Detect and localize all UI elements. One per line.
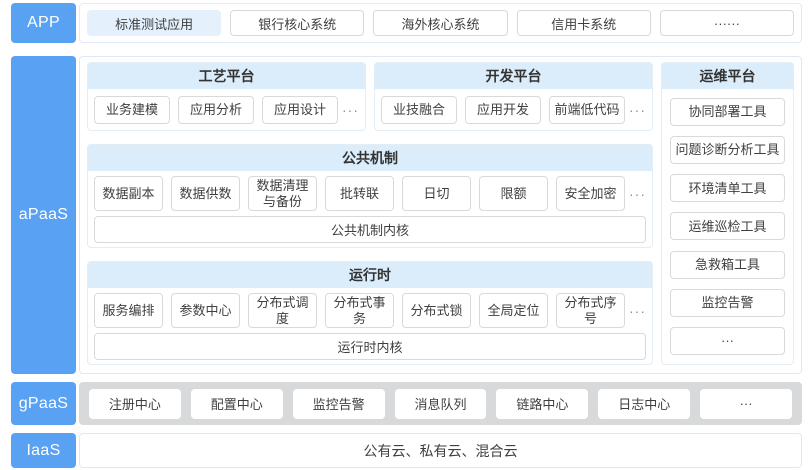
- layer-iaas: IaaS 公有云、私有云、混合云: [11, 433, 802, 468]
- common-mechanism-block: 公共机制 数据副本 数据供数 数据清理与备份 批转联: [87, 144, 653, 248]
- runtime-title: 运行时: [88, 262, 652, 288]
- process-platform-block: 工艺平台 业务建模 应用分析 应用设计 ·: [87, 62, 366, 131]
- runtime-item: 分布式锁: [402, 293, 471, 329]
- app-system-box: 信用卡系统: [516, 10, 651, 36]
- apaas-left-column: 工艺平台 业务建模 应用分析 应用设计 ·: [87, 62, 653, 365]
- platform-item: 业技融合: [381, 96, 457, 124]
- layer-label-iaas: IaaS: [11, 433, 76, 468]
- gpaas-service-box: 链路中心: [496, 388, 589, 419]
- mechanism-item: 安全加密: [556, 176, 625, 212]
- more-ellipsis: ···: [629, 102, 646, 118]
- iaas-clouds-text: 公有云、私有云、混合云: [363, 442, 518, 459]
- common-mechanism-kernel: 公共机制内核: [94, 216, 646, 244]
- common-mechanism-items: 数据副本 数据供数 数据清理与备份 批转联 日切 限额: [88, 171, 652, 212]
- process-platform-items: 业务建模 应用分析 应用设计 ···: [88, 89, 365, 130]
- ops-tool-item: 运维巡检工具: [670, 212, 785, 241]
- apaas-section: 工艺平台 业务建模 应用分析 应用设计 ·: [79, 56, 802, 374]
- common-mechanism-title: 公共机制: [88, 145, 652, 171]
- runtime-item: 分布式调度: [248, 293, 317, 329]
- gpaas-service-box: 日志中心: [598, 388, 691, 419]
- ops-platform-items: 协同部署工具 问题诊断分析工具 环境清单工具 运维巡检工具 急救箱工具 监控告警…: [662, 89, 793, 364]
- process-platform-title: 工艺平台: [88, 63, 365, 89]
- more-ellipsis: ···: [629, 302, 646, 319]
- layer-label-gpaas: gPaaS: [11, 382, 76, 425]
- platform-row: 工艺平台 业务建模 应用分析 应用设计 ·: [87, 62, 653, 131]
- mechanism-item: 批转联: [325, 176, 394, 212]
- platform-item: 应用设计: [262, 96, 338, 124]
- mechanism-item: 数据副本: [94, 176, 163, 212]
- dev-platform-block: 开发平台 业技融合 应用开发 前端低代码: [374, 62, 653, 131]
- platform-item: 业务建模: [94, 96, 170, 124]
- gpaas-services-row: 注册中心 配置中心 监控告警 消息队列 链路中心 日志中心 ···: [79, 382, 802, 425]
- ops-tool-item: 监控告警: [670, 288, 785, 317]
- gpaas-service-box: 监控告警: [292, 388, 385, 419]
- mechanism-item: 日切: [402, 176, 471, 212]
- layer-apaas: aPaaS 工艺平台 业务建模 应用分析: [11, 56, 802, 374]
- runtime-item: 服务编排: [94, 293, 163, 329]
- ops-tool-item: 协同部署工具: [670, 98, 785, 126]
- ops-platform-title: 运维平台: [662, 63, 793, 89]
- runtime-item: 分布式事务: [325, 293, 394, 329]
- layer-app: APP 标准测试应用 银行核心系统 海外核心系统 信用卡系统 ······: [11, 3, 802, 43]
- more-ellipsis: ···: [629, 185, 646, 202]
- app-system-box: ······: [659, 10, 795, 36]
- mechanism-item: 数据清理与备份: [248, 176, 317, 212]
- app-system-box: 海外核心系统: [373, 10, 508, 36]
- app-system-box: 标准测试应用: [87, 10, 222, 36]
- dev-platform-items: 业技融合 应用开发 前端低代码 ···: [375, 89, 652, 130]
- app-system-box: 银行核心系统: [230, 10, 365, 36]
- runtime-item: 全局定位: [479, 293, 548, 329]
- layer-gpaas: gPaaS 注册中心 配置中心 监控告警 消息队列 链路中心 日志中心 ···: [11, 382, 802, 425]
- ops-tool-item: 问题诊断分析工具: [670, 136, 785, 165]
- app-systems-row: 标准测试应用 银行核心系统 海外核心系统 信用卡系统 ······: [79, 3, 802, 43]
- runtime-item: 参数中心: [171, 293, 240, 329]
- platform-item: 应用开发: [465, 96, 541, 124]
- gpaas-service-box: 消息队列: [394, 388, 487, 419]
- runtime-block: 运行时 服务编排 参数中心 分布式调度 分布式事务: [87, 261, 653, 365]
- iaas-box: 公有云、私有云、混合云: [79, 433, 802, 468]
- gpaas-service-box: 配置中心: [190, 388, 283, 419]
- mechanism-item: 数据供数: [171, 176, 240, 212]
- more-ellipsis: ···: [342, 102, 359, 118]
- mechanism-item: 限额: [479, 176, 548, 212]
- platform-item: 前端低代码: [549, 96, 625, 124]
- ops-platform-block: 运维平台 协同部署工具 问题诊断分析工具 环境清单工具 运维巡检工具 急救箱工具…: [661, 62, 794, 365]
- layer-label-app: APP: [11, 3, 76, 43]
- runtime-kernel: 运行时内核: [94, 333, 646, 361]
- ops-tool-item: 环境清单工具: [670, 174, 785, 203]
- ops-tool-item: ···: [670, 326, 785, 355]
- runtime-items: 服务编排 参数中心 分布式调度 分布式事务 分布式锁 全局定位: [88, 288, 652, 329]
- gpaas-service-box: 注册中心: [89, 388, 181, 419]
- layer-label-apaas: aPaaS: [11, 56, 76, 374]
- ops-tool-item: 急救箱工具: [670, 250, 785, 279]
- platform-item: 应用分析: [178, 96, 254, 124]
- runtime-item: 分布式序号: [556, 293, 625, 329]
- dev-platform-title: 开发平台: [375, 63, 652, 89]
- gpaas-service-box: ···: [700, 388, 793, 419]
